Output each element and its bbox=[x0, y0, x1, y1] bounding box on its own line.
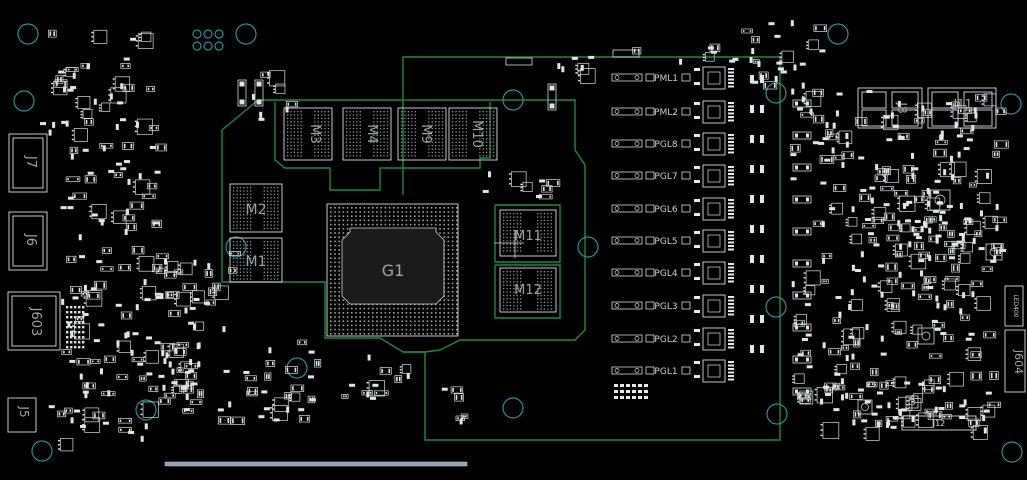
memory-m2[interactable]: M2 bbox=[229, 183, 283, 233]
mounting-hole bbox=[203, 41, 213, 51]
connector-j12[interactable]: J12 bbox=[901, 415, 977, 431]
pcie-edge-connector bbox=[164, 461, 468, 467]
label-m3: M3 bbox=[307, 124, 322, 144]
mounting-hole bbox=[1001, 441, 1023, 463]
label-m10: M10 bbox=[469, 120, 484, 148]
mounting-hole bbox=[577, 236, 599, 258]
label-j6: J6 bbox=[23, 233, 38, 246]
mounting-hole bbox=[31, 440, 53, 462]
label-led400: LED400 bbox=[1012, 294, 1019, 317]
mounting-hole bbox=[135, 399, 157, 421]
mounting-hole bbox=[765, 82, 787, 104]
memory-m12[interactable]: M12 bbox=[499, 267, 557, 313]
mounting-hole bbox=[1000, 93, 1022, 115]
label-m4: M4 bbox=[364, 124, 379, 144]
mounting-hole bbox=[225, 236, 247, 258]
memory-m1[interactable]: M1 bbox=[229, 237, 283, 283]
mounting-hole bbox=[203, 29, 213, 39]
connector-j604[interactable]: J604 bbox=[1004, 329, 1026, 393]
connector-j6[interactable]: J6 bbox=[8, 211, 48, 271]
memory-m9[interactable]: M9 bbox=[397, 107, 447, 161]
label-m2: M2 bbox=[246, 202, 267, 218]
label-pgl7: PGL7 bbox=[654, 172, 677, 182]
label-g1: G1 bbox=[382, 261, 405, 280]
label-pgl4: PGL4 bbox=[654, 269, 677, 279]
mounting-hole bbox=[766, 403, 788, 425]
mounting-hole bbox=[502, 397, 524, 419]
memory-m10[interactable]: M10 bbox=[448, 107, 498, 161]
power-stage-components bbox=[611, 66, 734, 399]
passive-components bbox=[40, 20, 1009, 452]
label-pml1: PML1 bbox=[654, 74, 678, 84]
mounting-hole bbox=[13, 90, 35, 112]
mounting-hole bbox=[214, 29, 224, 39]
connector-j603[interactable]: J603 bbox=[7, 291, 61, 351]
label-pgl2: PGL2 bbox=[654, 335, 677, 345]
label-m1: M1 bbox=[246, 254, 267, 270]
gpu-die bbox=[341, 227, 445, 305]
mounting-hole bbox=[502, 89, 524, 111]
label-pml2: PML2 bbox=[654, 108, 678, 118]
mounting-hole bbox=[765, 296, 787, 318]
led-led400: LED400 bbox=[1004, 285, 1024, 327]
label-pgl5: PGL5 bbox=[654, 237, 677, 247]
gpu-outline bbox=[326, 203, 459, 337]
gpu-g1[interactable]: G1 bbox=[326, 203, 459, 337]
label-m11: M11 bbox=[514, 229, 542, 244]
label-j7: J7 bbox=[23, 155, 38, 168]
label-j8: J8 bbox=[895, 101, 909, 113]
mounting-hole bbox=[192, 29, 202, 39]
mounting-holes bbox=[13, 23, 1023, 463]
label-j603: J603 bbox=[28, 307, 43, 337]
label-j11: J11 bbox=[953, 97, 973, 111]
connector-j7[interactable]: J7 bbox=[8, 133, 48, 193]
label-j12: J12 bbox=[932, 419, 946, 428]
mounting-hole bbox=[827, 23, 849, 45]
mounting-hole bbox=[235, 23, 257, 45]
label-pgl1: PGL1 bbox=[654, 367, 677, 377]
label-j5: J5 bbox=[17, 405, 31, 417]
memory-m4[interactable]: M4 bbox=[342, 107, 392, 161]
mounting-hole bbox=[17, 23, 39, 45]
memory-m3[interactable]: M3 bbox=[283, 107, 333, 161]
label-m9: M9 bbox=[418, 124, 433, 144]
power-stages: PML1 PML2 PGL8 PGL7 PGL6 PGL5 PGL4 PGL3 … bbox=[654, 74, 678, 377]
mounting-hole bbox=[192, 41, 202, 51]
label-pgl6: PGL6 bbox=[654, 205, 677, 215]
label-pgl3: PGL3 bbox=[654, 302, 677, 312]
mounting-hole bbox=[214, 41, 224, 51]
label-m12: M12 bbox=[514, 283, 542, 298]
label-pgl8: PGL8 bbox=[654, 140, 677, 150]
connector-j5[interactable]: J5 bbox=[7, 397, 37, 433]
label-j604: J604 bbox=[1012, 349, 1025, 374]
memory-m11[interactable]: M11 bbox=[494, 209, 557, 258]
